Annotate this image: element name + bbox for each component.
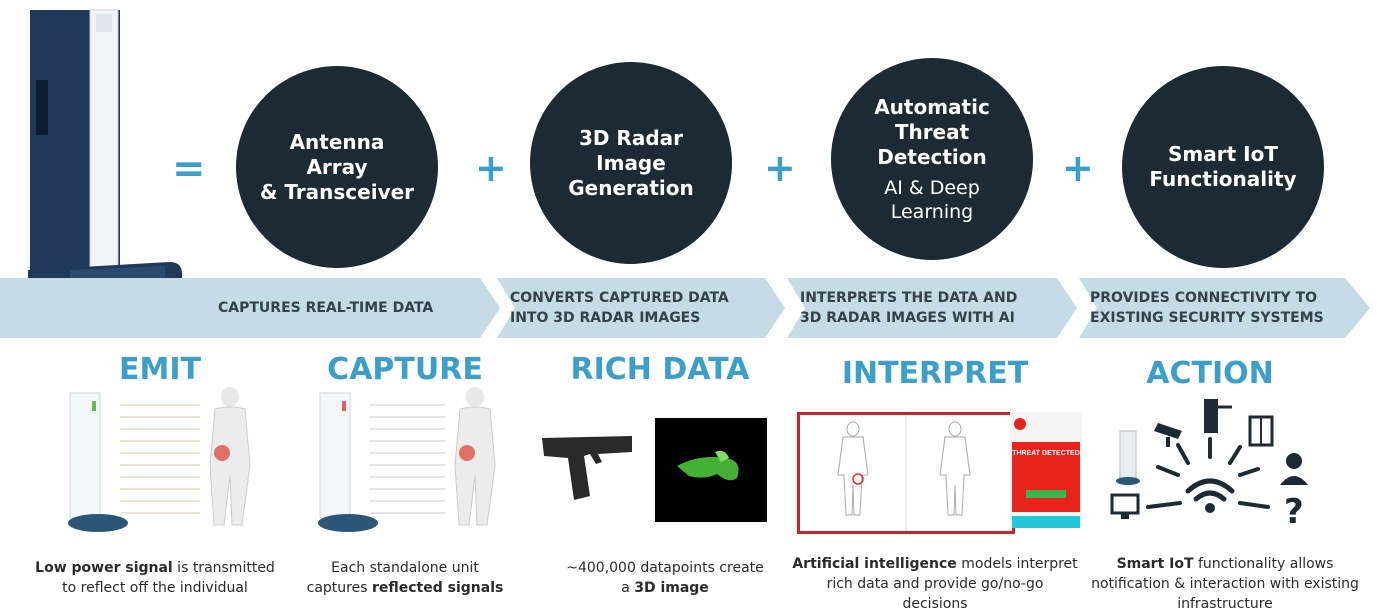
caption-line: infrastructure xyxy=(1177,596,1273,612)
caption-text: captures xyxy=(306,580,372,596)
threat-alert-panel: THREAT DETECTED xyxy=(1010,412,1082,528)
caption-text: a xyxy=(621,580,635,596)
caption-bold: 3D image xyxy=(634,580,709,596)
emit-illustration xyxy=(68,387,251,532)
svg-text:?: ? xyxy=(1284,492,1304,532)
threat-alert-text: THREAT DETECTED xyxy=(1012,450,1080,457)
circle-3d-radar: 3D Radar Image Generation xyxy=(530,62,732,264)
caption-rich-data: ~400,000 datapoints create a 3D image xyxy=(550,558,780,598)
iot-network-illustration: ? xyxy=(1110,399,1308,532)
caption-action: Smart IoT functionality allows notificat… xyxy=(1080,554,1370,614)
band-segment-3: INTERPRETS THE DATA AND 3D RADAR IMAGES … xyxy=(800,290,1018,326)
caption-text: is transmitted xyxy=(172,560,275,576)
caption-line: decisions xyxy=(902,596,968,612)
scanner-pillar-image xyxy=(0,0,190,315)
band-segment-2: CONVERTS CAPTURED DATA INTO 3D RADAR IMA… xyxy=(510,290,729,326)
caption-bold: Artificial intelligence xyxy=(792,556,957,572)
circle-smart-iot: Smart IoT Functionality xyxy=(1122,66,1324,268)
circle-title: Smart IoT Functionality xyxy=(1149,142,1297,191)
caption-bold: Low power signal xyxy=(35,560,173,576)
caption-text: functionality allows xyxy=(1193,556,1334,572)
step-heading-emit: EMIT xyxy=(119,352,201,387)
band-segment-4: PROVIDES CONNECTIVITY TO EXISTING SECURI… xyxy=(1090,290,1324,326)
circle-title: Automatic Threat Detection xyxy=(874,94,990,169)
caption-bold: reflected signals xyxy=(371,580,504,596)
threat-alert-box: THREAT DETECTED xyxy=(1012,442,1080,512)
radar-3d-image xyxy=(655,418,767,522)
pistol-image xyxy=(542,436,632,500)
step-heading-capture: CAPTURE xyxy=(327,352,483,387)
step-heading-interpret: INTERPRET xyxy=(841,356,1029,391)
caption-line: to reflect off the individual xyxy=(62,580,248,596)
process-band xyxy=(0,278,1370,338)
caption-emit: Low power signal is transmitted to refle… xyxy=(20,558,290,598)
circle-title: 3D Radar Image Generation xyxy=(568,125,694,200)
caption-capture: Each standalone unit captures reflected … xyxy=(290,558,520,598)
circle-antenna-array: Antenna Array & Transceiver xyxy=(236,66,438,268)
circle-subtitle: AI & Deep Learning xyxy=(884,176,980,223)
caption-interpret: Artificial intelligence models interpret… xyxy=(785,554,1085,614)
capture-illustration xyxy=(318,387,496,532)
caption-line: ~400,000 datapoints create xyxy=(566,560,764,576)
interpret-screen xyxy=(797,412,1015,534)
plus-sign-3: + xyxy=(1062,146,1094,190)
plus-sign-1: + xyxy=(475,146,507,190)
step-heading-rich-data: RICH DATA xyxy=(570,352,750,387)
caption-line: rich data and provide go/no-go xyxy=(826,576,1044,592)
plus-sign-2: + xyxy=(764,146,796,190)
circle-title: Antenna Array & Transceiver xyxy=(259,129,415,204)
caption-text: models interpret xyxy=(956,556,1078,572)
caption-bold: Smart IoT xyxy=(1116,556,1194,572)
step-heading-action: ACTION xyxy=(1146,356,1274,391)
circle-threat-detection: Automatic Threat Detection AI & Deep Lea… xyxy=(831,58,1033,260)
caption-line: notification & interaction with existing xyxy=(1091,576,1359,592)
equals-sign: = xyxy=(172,146,206,192)
caption-line: Each standalone unit xyxy=(331,560,479,576)
band-segment-1: CAPTURES REAL-TIME DATA xyxy=(218,300,434,316)
